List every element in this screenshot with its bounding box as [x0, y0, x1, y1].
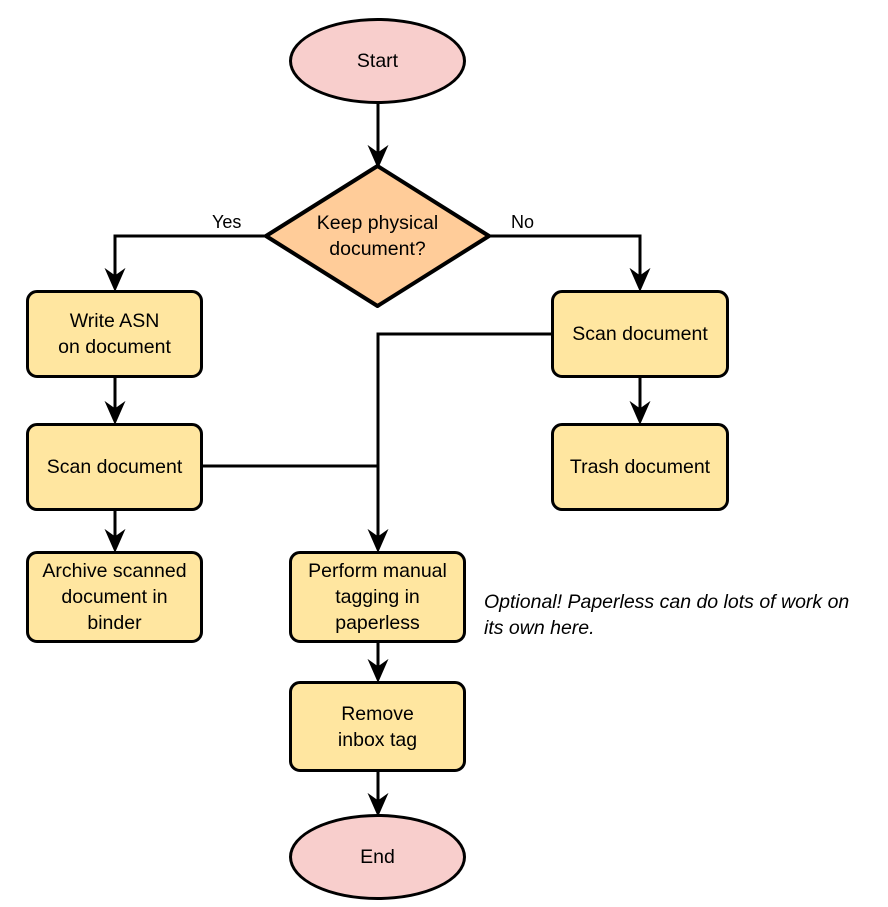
node-write-asn[interactable]: Write ASN on document	[26, 290, 203, 378]
edge-label-yes: Yes	[210, 212, 244, 232]
node-scan-document-left[interactable]: Scan document	[26, 423, 203, 511]
node-perform-manual-tagging[interactable]: Perform manual tagging in paperless	[289, 551, 466, 643]
edge-scan-right-to-tagging	[367, 332, 551, 553]
node-decision-keep-physical-document[interactable]: Keep physical document?	[263, 163, 492, 309]
node-scan-document-right-label: Scan document	[572, 323, 708, 345]
diamond-shape-icon	[264, 164, 491, 308]
node-perform-manual-tagging-label: Perform manual tagging in paperless	[308, 560, 447, 634]
node-end[interactable]: End	[289, 814, 466, 900]
node-start-label: Start	[356, 50, 399, 72]
node-remove-inbox-tag-label: Remove inbox tag	[337, 702, 418, 751]
edge-decision-no-to-scan-right	[490, 234, 651, 292]
node-archive-scanned-document-label: Archive scanned document in binder	[42, 560, 187, 634]
annotation-optional-note: Optional! Paperless can do lots of work …	[484, 591, 850, 639]
node-scan-document-left-label: Scan document	[46, 456, 183, 478]
node-start[interactable]: Start	[289, 18, 466, 104]
node-archive-scanned-document[interactable]: Archive scanned document in binder	[26, 551, 203, 643]
node-scan-document-right[interactable]: Scan document	[551, 290, 729, 378]
node-trash-document[interactable]: Trash document	[551, 423, 729, 511]
node-decision-label: Keep physical document?	[316, 212, 439, 260]
node-trash-document-label: Trash document	[569, 456, 711, 478]
edge-decision-yes-to-write-asn	[104, 234, 265, 292]
node-remove-inbox-tag[interactable]: Remove inbox tag	[289, 681, 466, 772]
edge-label-no: No	[509, 212, 537, 232]
node-end-label: End	[360, 846, 395, 868]
node-write-asn-label: Write ASN on document	[58, 310, 171, 358]
